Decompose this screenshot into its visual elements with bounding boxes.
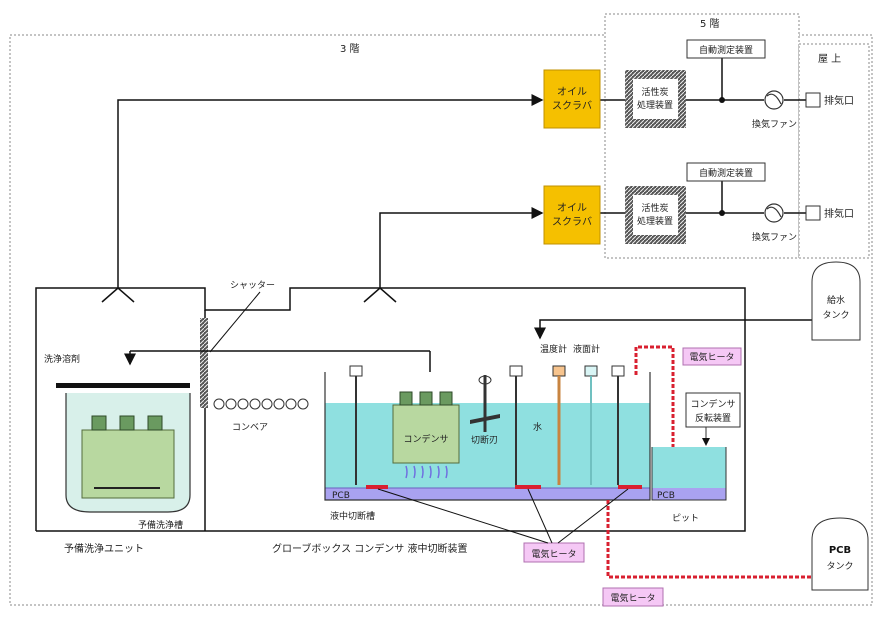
- cut-tank-label: 液中切断槽: [330, 510, 375, 522]
- tank-probes: [349, 365, 625, 485]
- flip-device: [685, 392, 741, 428]
- monitor-lower-label: 自動測定装置: [699, 167, 753, 179]
- water-tank-line1: 給水: [827, 294, 845, 306]
- thermometer-label: 温度計: [540, 343, 567, 355]
- flip-line1: コンデンサ: [690, 398, 735, 410]
- pcb-label-tank: PCB: [332, 491, 350, 501]
- outlet-lower-label: 排気口: [824, 207, 854, 220]
- heater-pads: [366, 485, 642, 489]
- pcb-label-pit: PCB: [657, 491, 675, 501]
- conveyor-label: コンベア: [232, 423, 268, 433]
- roof-boundary: [798, 43, 870, 259]
- condenser-label: コンデンサ: [403, 433, 448, 445]
- shutter: [200, 318, 208, 408]
- heater-coil: [606, 345, 812, 579]
- carbon-lower-line2: 処理装置: [637, 215, 673, 227]
- third-floor-label: 3 階: [340, 43, 360, 55]
- glovebox-label: グローブボックス コンデンサ 液中切断装置: [272, 542, 467, 555]
- pit-label: ピット: [672, 513, 699, 524]
- carbon-upper-line2: 処理装置: [637, 99, 673, 111]
- pcb-layer: [324, 487, 651, 501]
- scrubber-lower-line1: オイル: [557, 202, 587, 214]
- cutting-tank: [324, 372, 651, 501]
- cutter-label: 切断刃: [471, 434, 498, 446]
- carbon-lower-line1: 活性炭: [641, 202, 668, 214]
- condenser-in-prewash: [81, 429, 175, 499]
- water-tank: [811, 261, 861, 341]
- pit-pcb-layer: [652, 488, 726, 500]
- oil-scrubber-upper: [543, 69, 601, 129]
- outlet-icon: [805, 205, 821, 221]
- pre-unit-label: 予備洗浄ユニット: [64, 542, 144, 555]
- pcb-tank-line2: タンク: [826, 561, 853, 572]
- outlet-upper-label: 排気口: [824, 94, 854, 107]
- level-meter-label: 液面計: [573, 343, 600, 355]
- heater-lower-label: 電気ヒータ: [610, 592, 655, 604]
- scrubber-upper-line2: スクラバ: [552, 100, 592, 112]
- water-tank-line2: タンク: [822, 310, 849, 321]
- heater-tag-lower: [602, 587, 664, 607]
- outlet-icon: [805, 92, 821, 108]
- scrubber-lower-line2: スクラバ: [552, 216, 592, 228]
- fan-lower-label: 換気ファン: [752, 231, 797, 243]
- fan-upper-label: 換気ファン: [752, 118, 797, 130]
- bubbles: [405, 465, 448, 479]
- fan-icon: [764, 90, 784, 223]
- heater-tag-middle: [523, 542, 585, 563]
- condenser-unit: [392, 404, 460, 464]
- heater-middle-label: 電気ヒータ: [531, 548, 576, 560]
- scrubber-upper-line1: オイル: [557, 86, 587, 98]
- solvent-label: 洗浄溶剤: [44, 353, 80, 365]
- carbon-upper-line1: 活性炭: [641, 86, 668, 98]
- fifth-floor-label: 5 階: [700, 18, 720, 30]
- heater-leader-lines: [377, 488, 629, 544]
- flip-line2: 反転装置: [695, 412, 731, 424]
- tank-lid: [56, 383, 190, 388]
- auto-monitor-upper: [686, 39, 766, 59]
- pre-tank-label: 予備洗浄槽: [138, 519, 183, 531]
- pcb-tank: [811, 517, 869, 591]
- pcb-tank-line1: PCB: [829, 545, 851, 556]
- pit-water: [652, 447, 726, 488]
- conveyor: [213, 398, 309, 410]
- heater-upper-label: 電気ヒータ: [689, 351, 734, 363]
- glovebox-enclosure: [35, 287, 746, 532]
- auto-monitor-lower: [686, 162, 766, 182]
- monitor-upper-label: 自動測定装置: [699, 44, 753, 56]
- oil-scrubber-lower: [543, 185, 601, 245]
- water-label: 水: [533, 421, 542, 433]
- roof-label: 屋 上: [818, 53, 841, 65]
- heater-tag-upper: [682, 347, 742, 366]
- water-feed-line: [534, 319, 812, 340]
- shutter-label: シャッター: [230, 280, 275, 291]
